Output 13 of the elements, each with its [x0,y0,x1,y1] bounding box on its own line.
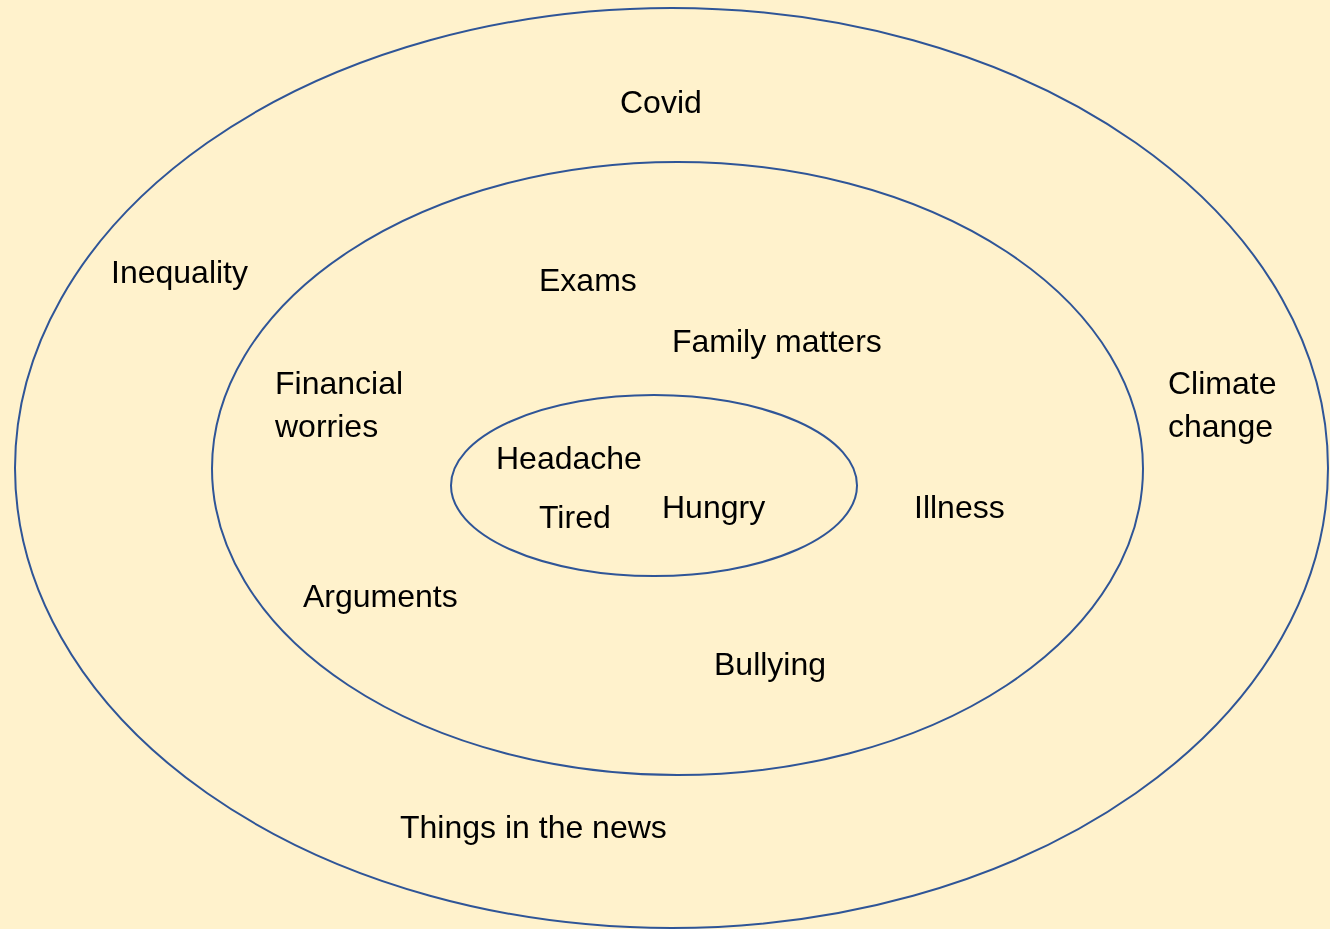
topic-label: Illness [914,488,1005,527]
topic-label: Exams [539,261,637,300]
topic-label: Things in the news [400,808,667,847]
topic-label: Family matters [672,322,882,361]
topic-label: Covid [620,83,702,122]
topic-label: Financial worries [275,364,405,446]
topic-label: Inequality [111,253,248,292]
topic-label: Arguments [303,577,458,616]
topic-label: Climate change [1168,364,1278,446]
topic-label: Bullying [714,645,827,684]
topic-label: Tired [539,498,611,537]
topic-label: Headache [496,439,642,478]
topic-label: Hungry [662,488,766,527]
